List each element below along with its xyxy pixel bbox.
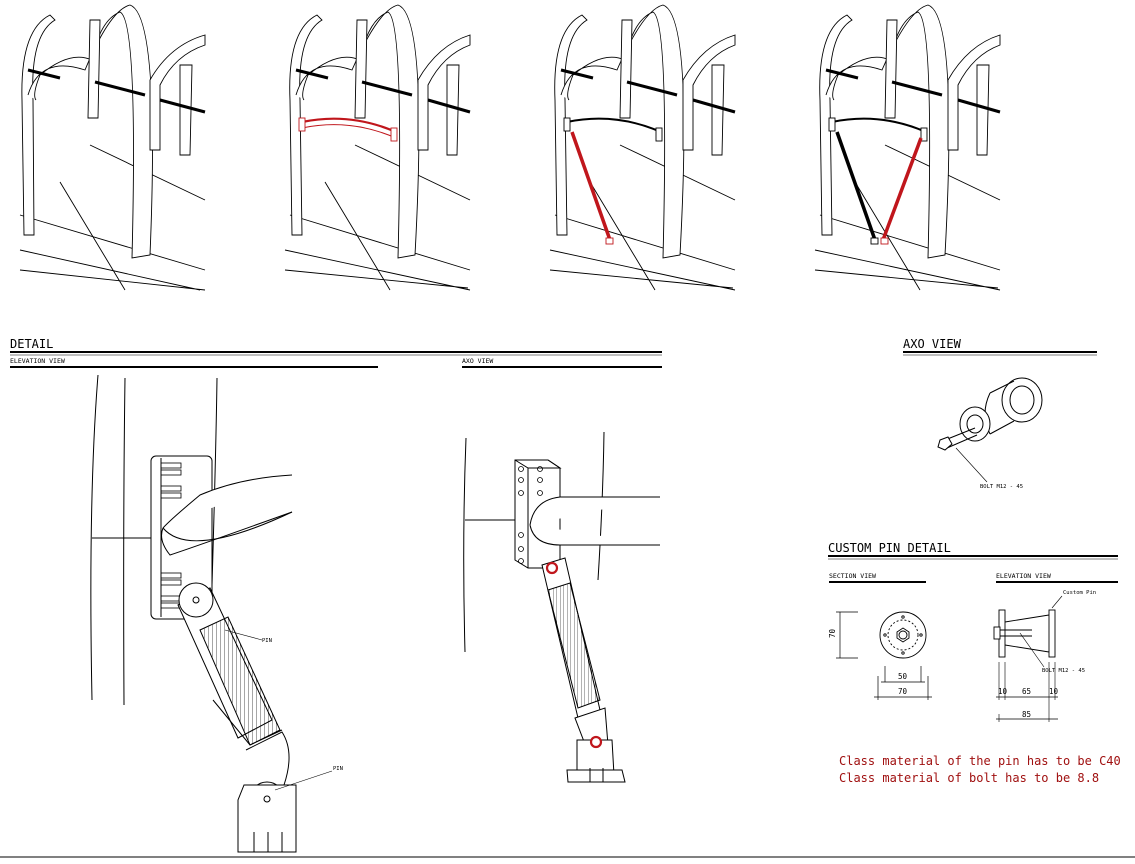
pin-elevation-drawing (993, 595, 1063, 722)
elevation-view-label: ELEVATION VIEW (10, 357, 65, 365)
arch-step-3 (549, 4, 736, 291)
bolt-elevation-callout: BOLT M12 - 45 (1042, 668, 1085, 674)
pin-lower-callout: PIN (333, 766, 343, 772)
pin-elevation-view-label: ELEVATION VIEW (996, 572, 1051, 580)
dim-seg-b-65: 65 (1022, 687, 1031, 696)
elevation-drawing (90, 374, 333, 853)
note-bolt-material: Class material of bolt has to be 8.8 (839, 771, 1099, 785)
section-view-label: SECTION VIEW (829, 572, 876, 580)
pin-section-drawing (836, 611, 932, 700)
custom-pin-title: CUSTOM PIN DETAIL (828, 541, 951, 555)
detail-title: DETAIL (10, 337, 53, 351)
detail-axo-view-label: AXO VIEW (462, 357, 493, 365)
arch-step-4 (814, 4, 1001, 291)
dim-total-85: 85 (1022, 710, 1031, 719)
dim-seg-c-10: 10 (1049, 687, 1059, 696)
pin-axo-drawing (937, 377, 1043, 483)
note-pin-material: Class material of the pin has to be C40 (839, 754, 1121, 768)
arch-step-2 (284, 4, 471, 291)
dim-inner-50: 50 (898, 672, 908, 681)
bolt-axo-callout: BOLT M12 - 45 (980, 484, 1023, 490)
arch-step-1 (19, 4, 206, 291)
dim-height-70: 70 (828, 628, 837, 638)
custom-pin-callout: Custom Pin (1063, 590, 1096, 596)
dim-seg-a-10: 10 (998, 687, 1008, 696)
pin-upper-callout: PIN (262, 638, 272, 644)
axo-view-title: AXO VIEW (903, 337, 962, 351)
dim-outer-70: 70 (898, 687, 908, 696)
detail-axo-drawing (463, 431, 660, 783)
